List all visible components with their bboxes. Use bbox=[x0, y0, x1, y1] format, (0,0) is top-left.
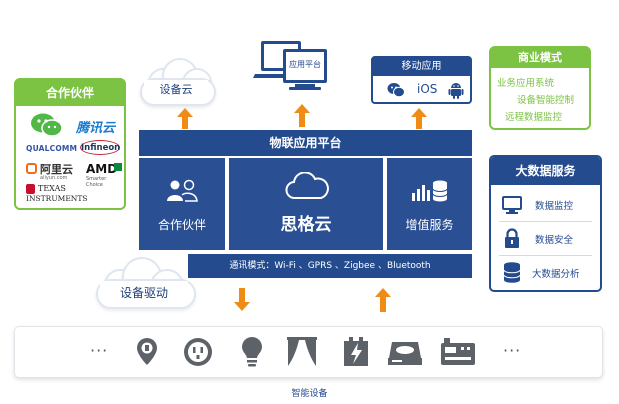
qualcomm-logo: QUALCOMM bbox=[26, 144, 78, 153]
android-icon bbox=[448, 83, 464, 99]
people-icon bbox=[167, 179, 198, 202]
comm-mode-bar: 通讯模式：Wi-Fi 、GPRS 、Zigbee 、Bluetooth bbox=[188, 254, 472, 278]
business-item-2: 设备智能控制 bbox=[517, 95, 575, 106]
business-item-3: 远程数据监控 bbox=[505, 112, 563, 123]
bigdata-item-3: 大数据分析 bbox=[532, 269, 580, 280]
platform-partner-panel: 合作伙伴 bbox=[139, 158, 225, 250]
devices-ellipsis-left: ··· bbox=[90, 341, 109, 360]
cloud-icon bbox=[285, 172, 329, 199]
wechat-logo bbox=[31, 113, 63, 137]
bigdata-item-2: 数据安全 bbox=[535, 235, 574, 246]
device-driver-cloud: 设备驱动 bbox=[96, 257, 196, 309]
business-model-box: 商业模式 业务应用系统 设备智能控制 远程数据监控 bbox=[489, 46, 591, 130]
device-cloud-label: 设备云 bbox=[159, 83, 193, 96]
device-driver-label: 设备驱动 bbox=[119, 286, 168, 300]
business-model-title: 商业模式 bbox=[491, 48, 589, 68]
bigdata-title: 大数据服务 bbox=[491, 157, 600, 185]
bigdata-box: 大数据服务 数据监控 数据安全 大数据分析 bbox=[489, 155, 602, 292]
lock-icon bbox=[505, 228, 519, 248]
laptop-icon bbox=[253, 41, 327, 90]
platform-value-panel: 增值服务 bbox=[387, 158, 472, 250]
ti-logo-line1: TEXAS bbox=[38, 184, 66, 193]
aliyun-logo-sub: aliyun.com bbox=[40, 175, 68, 181]
ti-logo-line2: INSTRUMENTS bbox=[26, 194, 88, 203]
platform-core-label: 思格云 bbox=[280, 215, 332, 235]
aliyun-logo-mark bbox=[26, 163, 37, 174]
app-platform-label: 应用平台 bbox=[289, 60, 321, 69]
monitor-icon bbox=[502, 196, 522, 214]
socket-icon bbox=[184, 338, 212, 366]
bulb-icon bbox=[242, 337, 262, 367]
bigdata-row-2: 数据安全 bbox=[499, 224, 592, 256]
cooker-icon bbox=[388, 342, 422, 365]
platform-header: 物联应用平台 bbox=[139, 130, 472, 156]
power-icon bbox=[344, 337, 368, 366]
platform-partner-label: 合作伙伴 bbox=[157, 218, 206, 232]
business-item-1: 业务应用系统 bbox=[497, 78, 555, 89]
amd-logo-sub: Smarter Choice bbox=[86, 176, 107, 188]
mobile-app-box: 移动应用 iOS bbox=[371, 56, 472, 104]
chart-database-icon bbox=[412, 180, 448, 202]
database-icon bbox=[503, 262, 521, 283]
platform-core-panel: 思格云 bbox=[229, 158, 383, 250]
bigdata-row-1: 数据监控 bbox=[499, 190, 592, 222]
curtain-icon bbox=[287, 337, 317, 366]
amd-logo: AMD bbox=[86, 162, 118, 176]
mobile-app-title: 移动应用 bbox=[373, 58, 470, 76]
platform-body: 合作伙伴 思格云 增值服务 bbox=[139, 156, 472, 252]
controller-icon bbox=[441, 338, 475, 365]
partners-title: 合作伙伴 bbox=[16, 80, 124, 106]
bigdata-row-3: 大数据分析 bbox=[499, 258, 592, 290]
partners-box: 合作伙伴 腾讯云 QUALCOMM Infineon 阿里云 aliyun.co… bbox=[14, 78, 126, 210]
bigdata-item-1: 数据监控 bbox=[535, 201, 574, 212]
location-plug-icon bbox=[137, 338, 157, 365]
device-cloud: 设备云 bbox=[140, 56, 216, 106]
platform-title: 物联应用平台 bbox=[269, 136, 342, 150]
comm-mode-text: 通讯模式：Wi-Fi 、GPRS 、Zigbee 、Bluetooth bbox=[229, 261, 431, 271]
platform-value-label: 增值服务 bbox=[405, 218, 454, 232]
ti-logo-mark bbox=[26, 184, 35, 194]
infineon-logo: Infineon bbox=[80, 140, 120, 155]
aliyun-logo: 阿里云 bbox=[40, 163, 73, 176]
amd-logo-arrow bbox=[114, 163, 122, 171]
smart-devices-label: 智能设备 bbox=[291, 389, 328, 399]
wechat-icon bbox=[387, 83, 405, 98]
ios-label: iOS bbox=[417, 82, 438, 96]
tencent-cloud-logo: 腾讯云 bbox=[76, 121, 116, 136]
smart-devices-bar: ··· · bbox=[14, 326, 603, 378]
devices-ellipsis-right: ··· bbox=[503, 341, 522, 360]
